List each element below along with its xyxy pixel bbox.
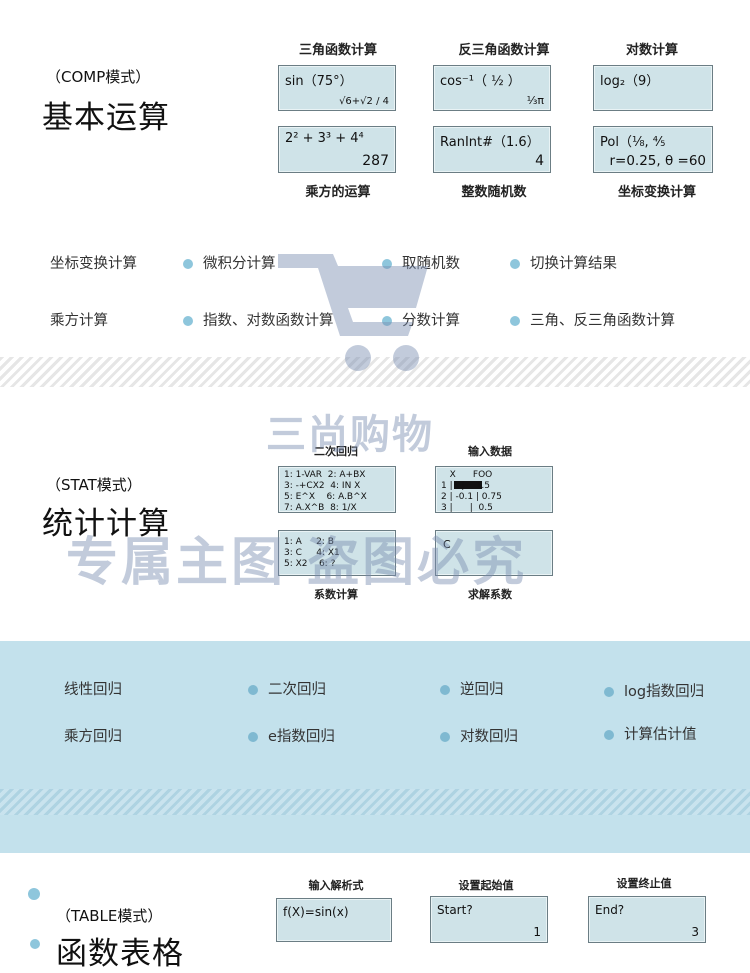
caption-solve-coefficient: 求解系数 — [468, 588, 512, 601]
lcd-screen-trig: sin（75°） √6+√2 / 4 — [278, 65, 396, 111]
bullet-dot-icon — [440, 685, 450, 695]
caption-input-data: 输入数据 — [468, 445, 512, 458]
watermark-notice: 专属主图 盗图必究 — [66, 533, 528, 593]
lcd-line-result: 1 — [533, 925, 541, 939]
lcd-line-input: f(X)=sin(x) — [283, 905, 349, 919]
feature-item: 取随机数 — [382, 252, 460, 273]
lcd-line-result: √6+√2 / 4 — [339, 96, 389, 107]
bullet-dot-icon — [382, 316, 392, 326]
lcd-line-input: sin（75°） — [285, 74, 353, 89]
lcd-screen-power: 2² + 3³ + 4⁴ 287 — [278, 126, 396, 173]
feature-item: 对数回归 — [440, 725, 518, 746]
feature-item: 分数计算 — [382, 309, 460, 330]
caption-coordinate: 坐标变换计算 — [617, 185, 696, 200]
caption-start-value: 设置起始值 — [458, 879, 514, 892]
feature-item: e指数回归 — [248, 725, 335, 746]
bullet-dot-icon — [248, 685, 258, 695]
lcd-line-input: End? — [595, 903, 625, 917]
lcd-line-result: 3 — [691, 925, 699, 939]
lcd-screen-end: End? 3 — [588, 896, 706, 943]
stat-mode-label: （STAT模式） — [46, 476, 142, 494]
divider-stripe — [0, 357, 750, 387]
lcd-screen-start: Start? 1 — [430, 896, 548, 943]
lcd-screen-coefficient-menu: 1: A 2: B 3: C 4: X1 5: X2 6: ? — [278, 530, 396, 576]
watermark-brand: 三尚购物 — [266, 412, 434, 458]
caption-random: 整数随机数 — [461, 185, 527, 200]
bullet-dot-icon — [382, 259, 392, 269]
lcd-screen-inverse-trig: cos⁻¹（ ½ ） ⅓π — [433, 65, 551, 111]
caption-end-value: 设置终止值 — [616, 877, 672, 890]
bullet-dot-icon — [604, 687, 614, 697]
lcd-screen-log: log₂（9） — [593, 65, 713, 111]
feature-item: 指数、对数函数计算 — [183, 309, 334, 330]
caption-log: 对数计算 — [625, 43, 678, 58]
feature-item: 微积分计算 — [183, 252, 276, 273]
divider-stripe — [0, 789, 750, 815]
lcd-line-result: 287 — [362, 153, 389, 169]
lcd-text: 1: 1-VAR 2: A+BX 3: -+CX2 4: IN X 5: E^X… — [284, 470, 367, 513]
feature-item: 切换计算结果 — [510, 252, 617, 273]
bullet-dot-icon — [248, 732, 258, 742]
band-footer — [0, 815, 750, 853]
lcd-line-input: RanInt#（1.6） — [440, 135, 540, 150]
lcd-cursor — [454, 481, 482, 489]
table-section-title: 函数表格 — [56, 936, 184, 972]
lcd-line-input: 2² + 3³ + 4⁴ — [285, 131, 364, 146]
lcd-line-input: cos⁻¹（ ½ ） — [440, 74, 521, 89]
stat-feature-band — [0, 641, 750, 789]
lcd-screen-coefficient-result: C — [435, 530, 553, 576]
lcd-line-input: log₂（9） — [600, 74, 660, 89]
shopping-cart-watermark-icon — [278, 254, 428, 371]
bullet-dot-icon — [30, 939, 40, 949]
bullet-dot-icon — [604, 730, 614, 740]
caption-trig: 三角函数计算 — [298, 43, 377, 58]
bullet-dot-icon — [183, 259, 193, 269]
bullet-dot-icon — [440, 732, 450, 742]
feature-item: 三角、反三角函数计算 — [510, 309, 675, 330]
lcd-text: X FOO 1 | | 1.5 2 | -0.1 | 0.75 3 | | 0.… — [441, 470, 502, 513]
lcd-line-result: r=0.25, θ =60 — [609, 153, 706, 169]
feature-item: 线性回归 — [64, 682, 122, 698]
lcd-line-input: Start? — [437, 903, 473, 917]
feature-item: 乘方计算 — [50, 313, 108, 329]
lcd-line-result: 4 — [535, 153, 544, 169]
lcd-screen-data-table: X FOO 1 | | 1.5 2 | -0.1 | 0.75 3 | | 0.… — [435, 466, 553, 513]
caption-input-expression: 输入解析式 — [308, 879, 364, 892]
lcd-text: 1: A 2: B 3: C 4: X1 5: X2 6: ? — [284, 537, 340, 569]
stat-section-title: 统计计算 — [42, 506, 170, 542]
lcd-line-input: Pol（⅛, ⅘ — [600, 135, 666, 150]
feature-item: 逆回归 — [440, 678, 504, 699]
feature-item: 乘方回归 — [64, 729, 122, 745]
bullet-dot-icon — [510, 259, 520, 269]
caption-inverse-trig: 反三角函数计算 — [458, 43, 550, 58]
feature-item: 计算估计值 — [604, 723, 697, 744]
feature-item: 二次回归 — [248, 678, 326, 699]
lcd-text: C — [443, 538, 451, 551]
bullet-dot-icon — [183, 316, 193, 326]
table-mode-label: （TABLE模式） — [56, 907, 163, 925]
caption-quadratic-regression: 二次回归 — [314, 445, 358, 458]
feature-item: 坐标变换计算 — [50, 256, 137, 272]
comp-mode-label: （COMP模式） — [46, 68, 151, 86]
lcd-screen-random: RanInt#（1.6） 4 — [433, 126, 551, 173]
feature-item: log指数回归 — [604, 680, 704, 701]
lcd-screen-expression: f(X)=sin(x) — [276, 898, 392, 942]
lcd-line-result: ⅓π — [526, 94, 544, 107]
caption-coefficient: 系数计算 — [314, 588, 358, 601]
bullet-dot-icon — [28, 888, 40, 900]
lcd-screen-coordinate: Pol（⅛, ⅘ r=0.25, θ =60 — [593, 126, 713, 173]
lcd-screen-regression-menu: 1: 1-VAR 2: A+BX 3: -+CX2 4: IN X 5: E^X… — [278, 466, 396, 513]
comp-section-title: 基本运算 — [42, 100, 170, 136]
bullet-dot-icon — [510, 316, 520, 326]
caption-power: 乘方的运算 — [305, 185, 371, 200]
